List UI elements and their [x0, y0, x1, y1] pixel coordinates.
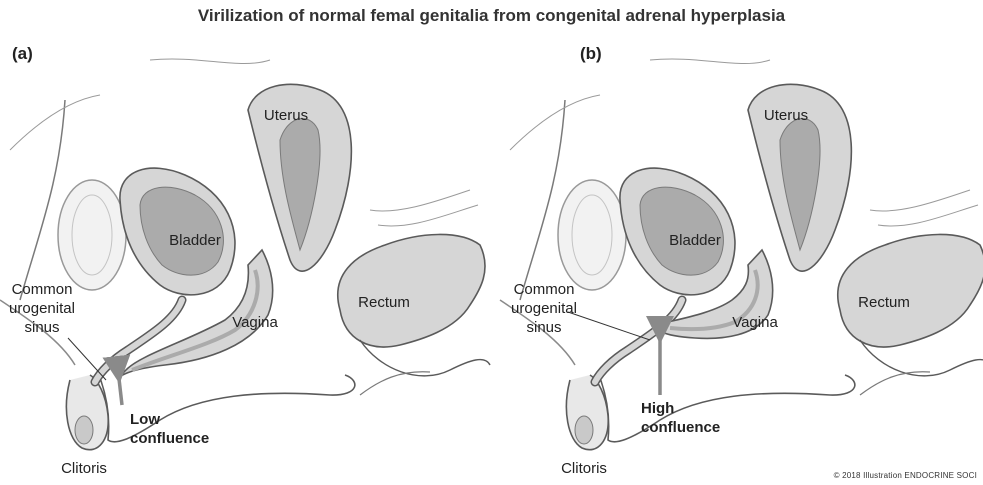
panel-a-diagram	[0, 59, 490, 450]
sinus-label-a-line2: urogenital	[9, 300, 75, 317]
bladder-label-a: Bladder	[169, 232, 221, 249]
sinus-label-b-line1: Common	[514, 281, 575, 298]
clitoris-label-a: Clitoris	[61, 460, 107, 477]
uterus-label-b: Uterus	[764, 107, 808, 124]
vagina-label-a: Vagina	[232, 314, 278, 331]
confluence-label-b-line2: confluence	[641, 419, 720, 436]
confluence-label-a-line2: confluence	[130, 430, 209, 447]
clitoris-label-b: Clitoris	[561, 460, 607, 477]
sinus-label-b-line3: sinus	[526, 319, 561, 336]
uterus-label-a: Uterus	[264, 107, 308, 124]
copyright-notice: © 2018 Illustration ENDOCRINE SOCI	[834, 471, 977, 480]
sinus-label-a-line3: sinus	[24, 319, 59, 336]
vagina-label-b: Vagina	[732, 314, 778, 331]
rectum-label-a: Rectum	[358, 294, 410, 311]
confluence-label-b-line1: High	[641, 400, 674, 417]
sinus-label-a-line1: Common	[12, 281, 73, 298]
panel-b-diagram	[500, 59, 983, 450]
rectum-label-b: Rectum	[858, 294, 910, 311]
sinus-label-b-line2: urogenital	[511, 300, 577, 317]
confluence-label-a-line1: Low	[130, 411, 160, 428]
bladder-label-b: Bladder	[669, 232, 721, 249]
